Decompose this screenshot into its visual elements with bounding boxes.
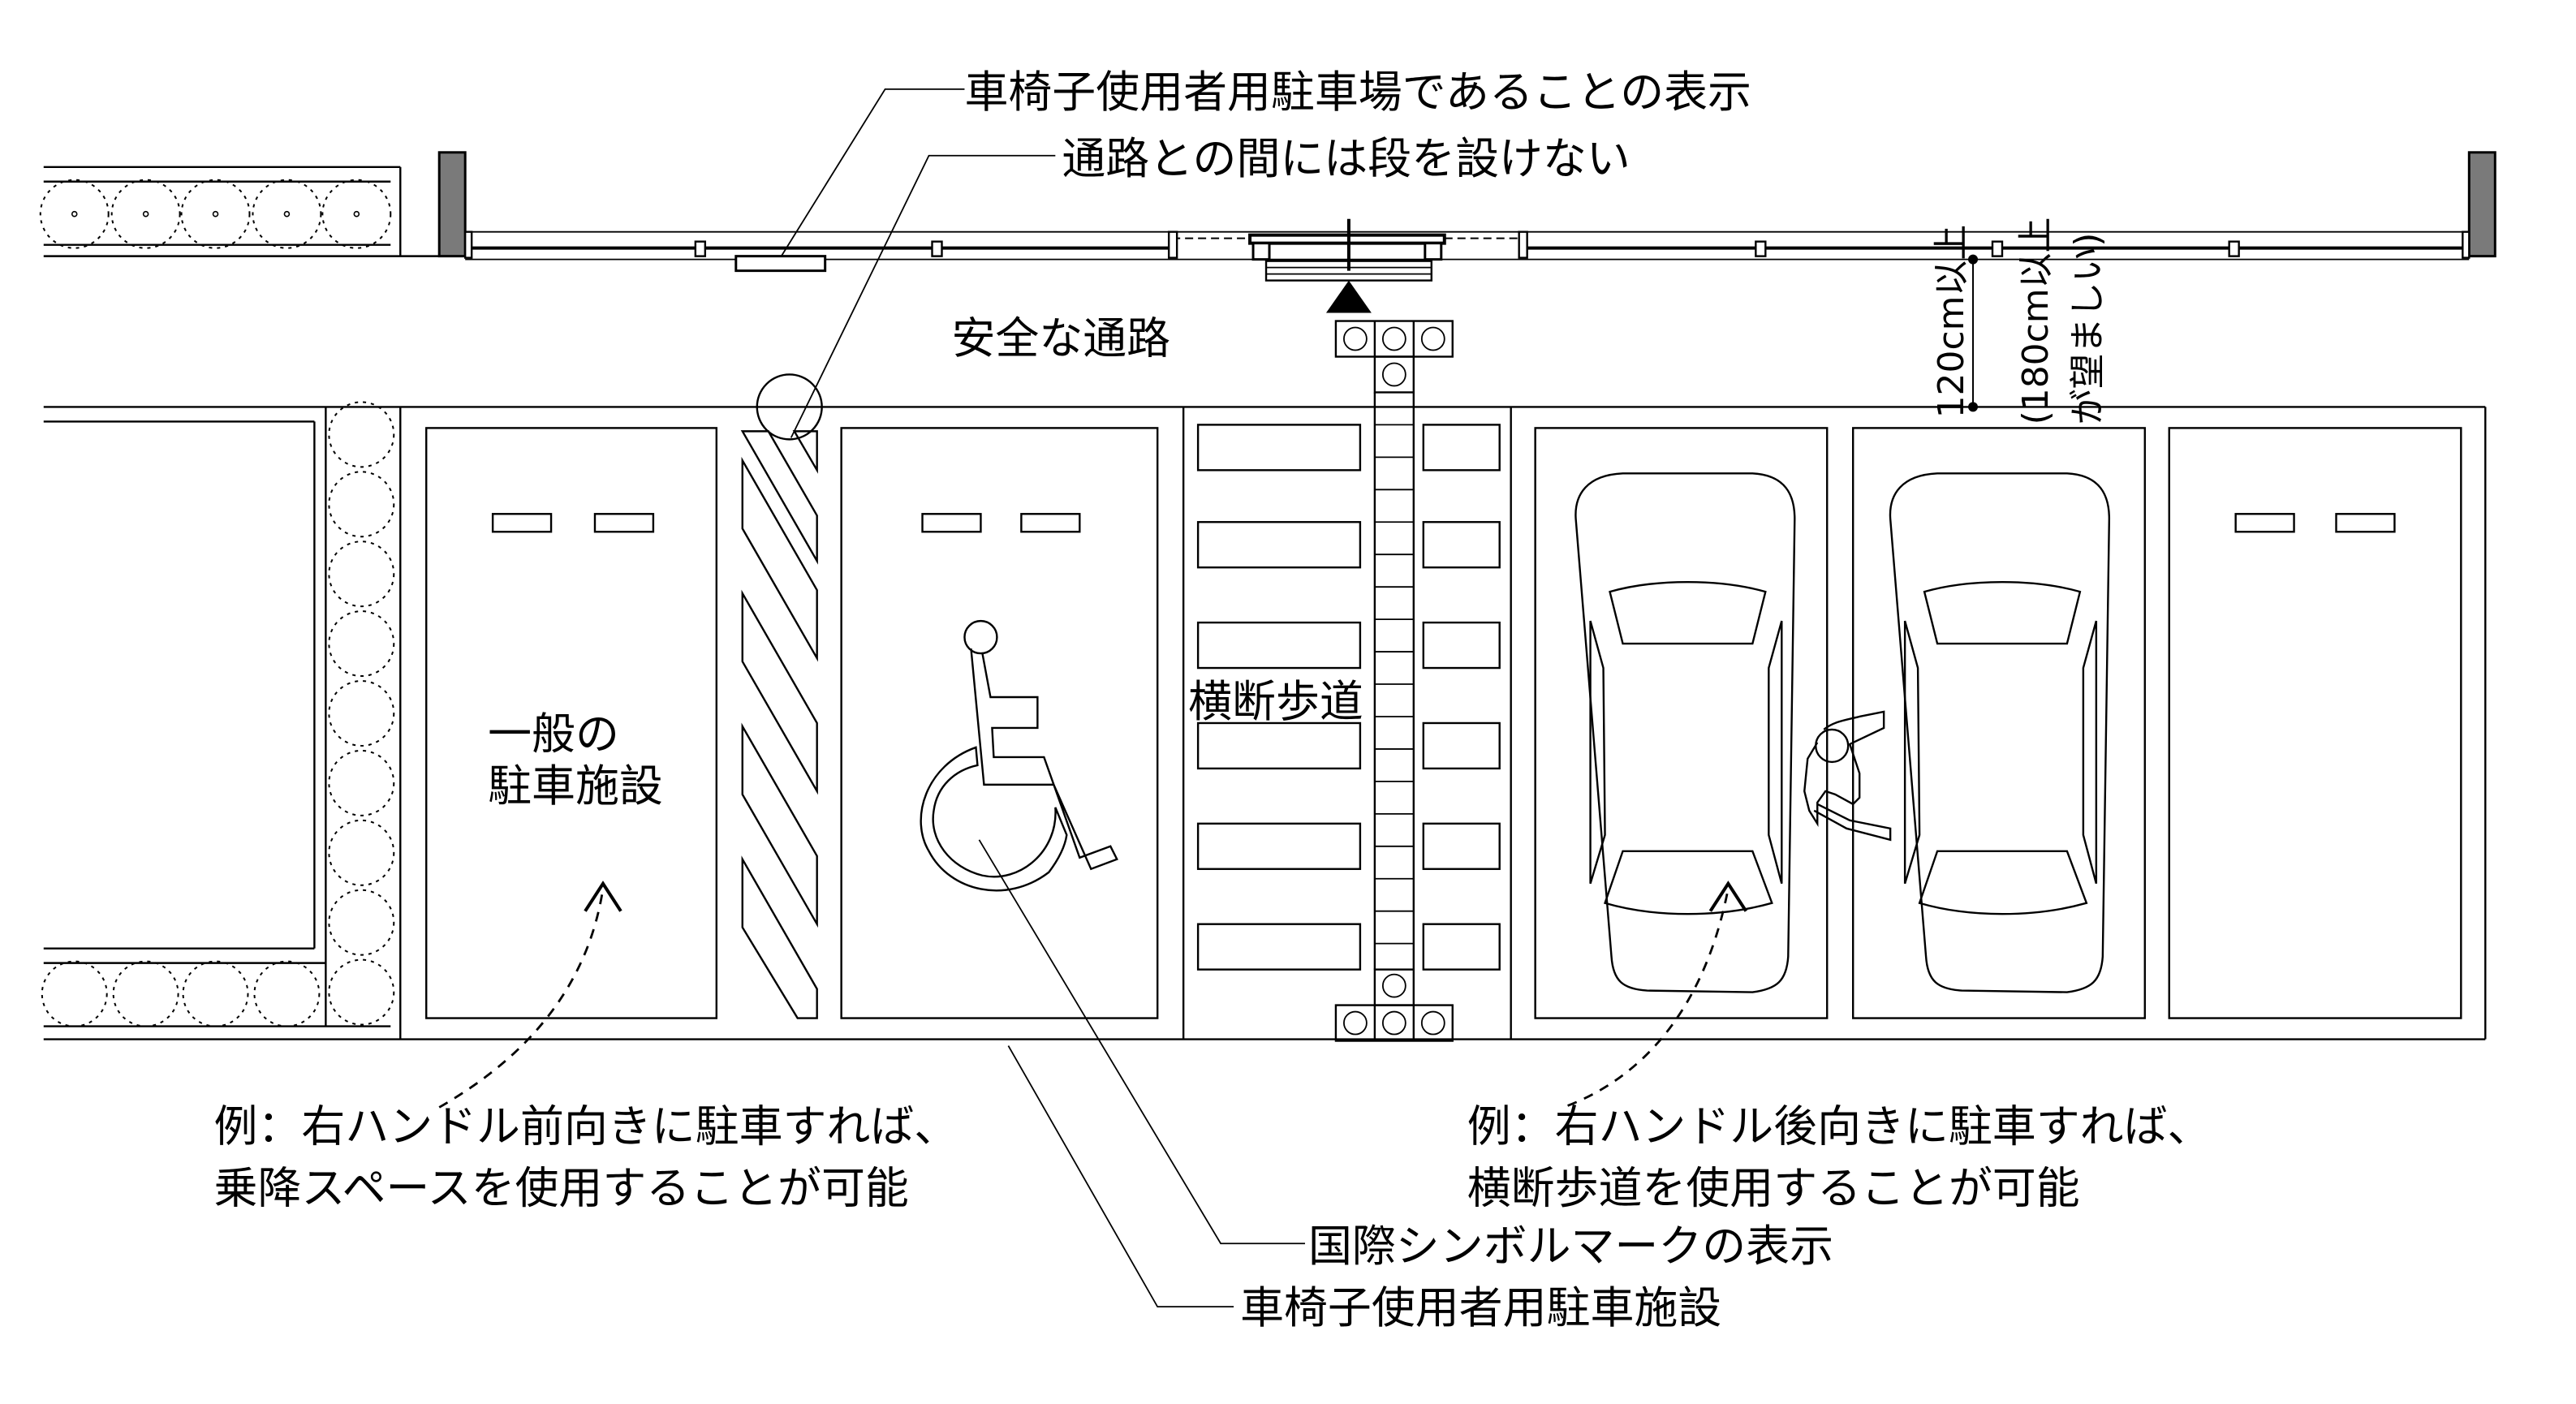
shrub-icon (328, 401, 395, 1026)
triangle-up-icon (1325, 280, 1372, 313)
entrance-gate (1248, 218, 1446, 282)
fence-post-left (437, 151, 467, 258)
label-crosswalk: 横断歩道 (1188, 676, 1363, 727)
dimension-preferred-label-2: が望ましい) (2067, 233, 2109, 425)
shrub-icon (39, 179, 392, 249)
parking-space-right-2 (1851, 427, 2146, 1019)
no-step-marker-circle (756, 373, 823, 441)
label-sign-display: 車椅子使用者用駐車場であることの表示 (964, 67, 1751, 118)
fence-joints (463, 230, 2470, 259)
car-top-view-icon (1574, 472, 1796, 993)
crosswalk (1182, 407, 1512, 1040)
shrub-icon (41, 960, 321, 1027)
label-general-parking-1: 一般の (488, 708, 619, 760)
leader-lines (438, 88, 1748, 1308)
parking-space-right-1 (1534, 427, 1829, 1019)
parking-space-right-3 (2168, 427, 2462, 1019)
car-top-view-icon (1889, 472, 2111, 993)
dimension-preferred-label: (180cm以上 (2015, 217, 2057, 425)
wheelchair-symbol-icon (920, 619, 1118, 892)
dimension-min-label: 120cm以上 (1931, 225, 1972, 419)
top-fence (437, 151, 2496, 282)
label-general-parking-2: 駐車施設 (488, 760, 663, 812)
sign-plate (734, 255, 827, 273)
parking-space-wheelchair (840, 427, 1159, 1019)
wheelchair-user-icon (1803, 710, 1892, 842)
parking-space-general-left (425, 427, 718, 1019)
label-example-right-2: 横断歩道を使用することが可能 (1467, 1162, 2080, 1213)
planter-top-left (39, 166, 440, 257)
parking-lot (41, 320, 2487, 1042)
hatched-transfer-aisle (740, 430, 818, 1019)
width-dimension: 120cm以上 (180cm以上 が望ましい) (1931, 217, 2109, 425)
label-example-right-1: 例：右ハンドル後向きに駐車すれば、 (1467, 1100, 2212, 1152)
label-intl-symbol: 国際シンボルマークの表示 (1308, 1221, 1833, 1272)
label-example-left-2: 乗降スペースを使用することが可能 (214, 1162, 909, 1213)
label-example-left-1: 例：右ハンドル前向きに駐車すれば、 (214, 1100, 958, 1152)
label-wheelchair-parking: 車椅子使用者用駐車施設 (1240, 1282, 1721, 1333)
label-no-step: 通路との間には段を設けない (1062, 133, 1630, 184)
tactile-paving-icon (1334, 320, 1454, 1042)
label-safe-path: 安全な通路 (951, 312, 1170, 364)
fence-post-right (2467, 151, 2496, 258)
